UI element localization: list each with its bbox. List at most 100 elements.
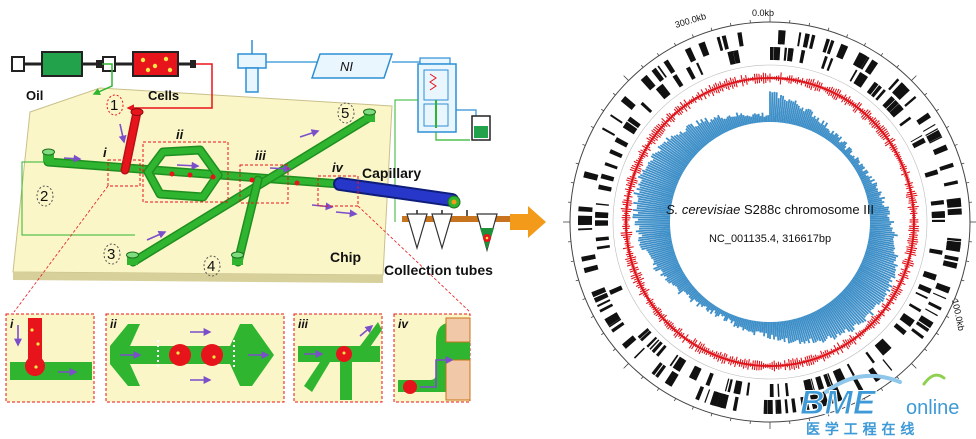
gene-block: [926, 129, 942, 143]
coverage-bar: [646, 243, 673, 252]
tick-mark: [911, 75, 917, 81]
tick-mark: [673, 398, 677, 402]
coverage-bar: [685, 285, 694, 294]
gene-block: [601, 127, 616, 137]
port-4: [231, 251, 244, 265]
coverage-bar: [637, 200, 672, 208]
tick-mark: [863, 398, 867, 402]
coverage-bar: [853, 275, 886, 298]
genome-title-rest: S288c chromosome III: [744, 202, 874, 217]
coverage-bar: [863, 182, 878, 189]
tick-mark: [896, 64, 900, 68]
gene-block: [883, 97, 896, 109]
coverage-bar: [809, 118, 817, 132]
gene-block: [836, 368, 846, 382]
gene-block: [915, 291, 928, 300]
tick-mark: [936, 332, 940, 336]
coverage-bar: [820, 127, 828, 137]
coverage-bar: [836, 295, 862, 324]
coverage-bar: [639, 236, 672, 244]
gene-block: [929, 248, 943, 255]
watermark-swoosh-icon: [824, 373, 902, 394]
coverage-bar: [637, 218, 671, 222]
coverage-bar: [855, 165, 864, 172]
junction-boxes: [107, 141, 359, 207]
tick-mark: [570, 182, 574, 184]
gene-block: [695, 385, 705, 401]
gene-block: [607, 316, 621, 327]
coverage-bar: [640, 173, 677, 189]
ports: [42, 108, 376, 265]
tick-mark: [961, 279, 965, 282]
gene-block: [684, 47, 697, 63]
gene-block: [809, 34, 816, 50]
tick-mark: [954, 143, 958, 146]
coverage-bar: [659, 144, 689, 166]
coverage-bar: [652, 158, 683, 176]
capillary-label: Capillary: [362, 165, 421, 181]
coverage-bar: [753, 320, 757, 336]
coverage-bar: [709, 304, 715, 311]
coverage-bar: [777, 94, 783, 123]
gene-block: [593, 292, 609, 303]
coverage-bar: [770, 92, 774, 123]
gene-block: [799, 49, 806, 64]
coverage-bar: [861, 178, 871, 184]
gene-block: [732, 49, 741, 64]
coverage-bar: [665, 137, 693, 160]
coverage-bar: [868, 200, 885, 206]
coverage-bar: [783, 320, 788, 339]
gene-block: [946, 242, 961, 247]
coverage-bar: [796, 317, 806, 344]
gene-block: [608, 318, 622, 328]
coverage-bar: [633, 192, 673, 203]
gene-block: [770, 47, 774, 61]
coverage-bar: [757, 321, 761, 332]
gene-block: [925, 128, 939, 137]
coverage-bar: [841, 148, 846, 154]
tick-mark: [582, 298, 586, 301]
tick-mark: [656, 388, 660, 392]
coverage-bar: [851, 278, 884, 303]
gene-block: [800, 396, 810, 412]
coverage-bar: [865, 190, 879, 196]
coverage-bar: [738, 115, 744, 127]
coverage-bar: [638, 183, 675, 196]
coverage-bar: [689, 292, 700, 303]
coverage-bar: [774, 92, 778, 123]
coverage-bar: [728, 313, 732, 319]
gene-block: [776, 399, 782, 414]
gene-block: [609, 149, 623, 159]
coverage-bar: [740, 318, 745, 328]
coverage-bar: [844, 286, 872, 311]
gene-block: [886, 100, 899, 113]
gene-block: [832, 369, 843, 384]
gene-block: [669, 354, 679, 367]
coverage-bar: [639, 238, 672, 246]
coverage-bar: [651, 153, 684, 173]
gene-block: [599, 303, 614, 313]
coverage-bar: [843, 288, 875, 316]
coverage-bar: [641, 179, 676, 192]
coverage-bar: [854, 163, 864, 170]
gene-block: [786, 47, 794, 62]
coverage-bar: [733, 316, 739, 327]
coverage-bar: [637, 211, 671, 216]
coverage-bar: [666, 268, 683, 278]
coverage-bar: [843, 148, 853, 156]
port-label-1: 1: [110, 97, 118, 114]
coverage-bar: [689, 123, 708, 145]
tick-mark: [880, 52, 884, 56]
coverage-bar: [859, 174, 867, 179]
port-label-3: 3: [107, 246, 115, 263]
coverage-bar: [865, 250, 897, 262]
coverage-bar: [647, 245, 674, 254]
tick-mark: [911, 363, 917, 369]
coverage-bar: [825, 132, 831, 140]
tick-mark: [582, 143, 586, 146]
coverage-bar: [694, 125, 710, 144]
coverage-bar: [642, 172, 677, 188]
coverage-bar: [808, 313, 822, 342]
coverage-bar: [728, 115, 736, 129]
coverage-bar: [848, 155, 855, 162]
